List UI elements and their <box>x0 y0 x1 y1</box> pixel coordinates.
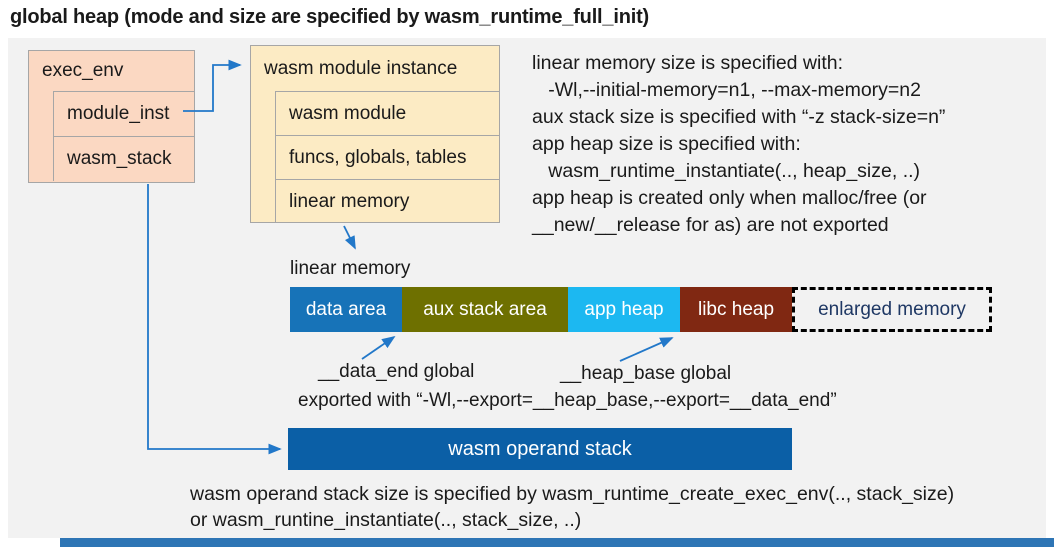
libc-heap-segment: libc heap <box>680 287 792 332</box>
app-heap-segment: app heap <box>568 287 680 332</box>
enlarged-memory-segment: enlarged memory <box>792 287 992 332</box>
wasm-module-instance-rows: wasm module funcs, globals, tables linea… <box>275 91 499 223</box>
diagram-title: global heap (mode and size are specified… <box>10 6 649 28</box>
linear-memory-notes: linear memory size is specified with: -W… <box>532 52 946 236</box>
aux-stack-area-segment: aux stack area <box>402 287 568 332</box>
exec-env-rows: module_inst wasm_stack <box>53 91 194 181</box>
exported-with-label: exported with “-Wl,--export=__heap_base,… <box>298 390 837 411</box>
data-end-global-label: __data_end global <box>318 361 475 382</box>
linear-memory-label: linear memory <box>290 258 411 279</box>
linear-memory-bar: data area aux stack area app heap libc h… <box>290 287 992 332</box>
module-instance-row-linear-memory: linear memory <box>275 179 499 223</box>
module-instance-row-wasm-module: wasm module <box>275 91 499 135</box>
wasm-module-instance-box: wasm module instance wasm module funcs, … <box>250 45 500 223</box>
exec-env-header: exec_env <box>42 60 124 81</box>
wasm-module-instance-header: wasm module instance <box>264 57 458 79</box>
wasm-operand-stack-bar: wasm operand stack <box>288 428 792 470</box>
bottom-accent-bar <box>60 538 1054 547</box>
operand-stack-note: wasm operand stack size is specified by … <box>190 483 955 531</box>
exec-env-box: exec_env module_inst wasm_stack <box>28 50 195 183</box>
module-instance-row-funcs-globals-tables: funcs, globals, tables <box>275 135 499 179</box>
exec-env-row-module-inst: module_inst <box>53 91 194 136</box>
exec-env-row-wasm-stack: wasm_stack <box>53 136 194 181</box>
heap-base-global-label: __heap_base global <box>560 363 732 384</box>
data-area-segment: data area <box>290 287 402 332</box>
